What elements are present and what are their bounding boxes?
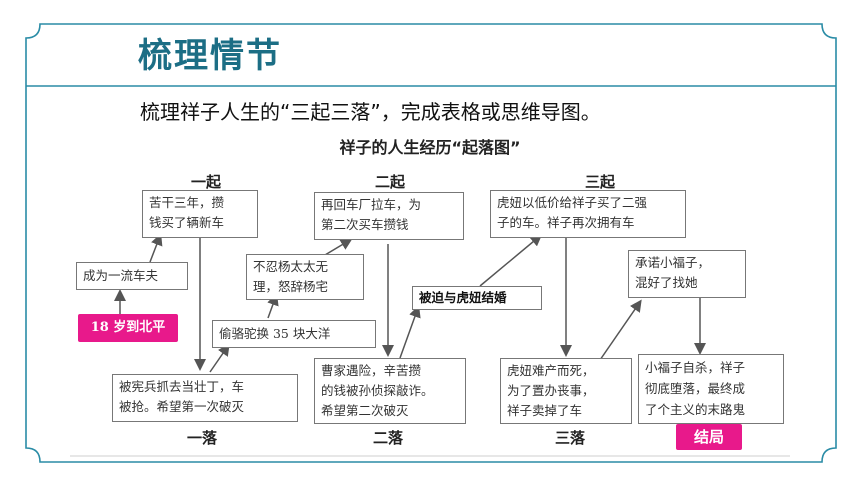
node-sympathy: 不忍杨太太无 理，怒辞杨宅 bbox=[246, 254, 364, 300]
node-rise2-line2: 第二次买车攒钱 bbox=[321, 217, 409, 232]
node-rise1: 苦干三年，攒 钱买了辆新车 bbox=[142, 190, 258, 238]
node-ending: 小福子自杀，祥子 彻底堕落，最终成 了个主义的末路鬼 bbox=[638, 354, 784, 424]
stage-fall1: 一落 bbox=[186, 429, 217, 447]
node-rise1-line1: 苦干三年，攒 bbox=[149, 195, 225, 210]
arrow-fall2-forced bbox=[399, 305, 421, 359]
node-fall3-line1: 虎妞难产而死， bbox=[507, 363, 595, 378]
node-camel: 偷骆驼换 35 块大洋 bbox=[212, 320, 376, 348]
stage-fall2: 二落 bbox=[372, 429, 403, 447]
node-ending-line2: 彻底堕落，最终成 bbox=[645, 381, 746, 396]
node-fall3-line2: 为了置办丧事， bbox=[507, 383, 595, 398]
node-fall1: 被宪兵抓去当壮丁，车 被抢。希望第一次破灭 bbox=[112, 374, 298, 422]
node-forced-text: 被迫与虎妞结婚 bbox=[419, 290, 507, 305]
node-fall2-line3: 希望第二次破灭 bbox=[321, 403, 409, 418]
stage-rise1: 一起 bbox=[190, 173, 221, 191]
stage-rise2: 二起 bbox=[374, 173, 405, 191]
node-ending-line1: 小福子自杀，祥子 bbox=[645, 360, 746, 375]
stage-ending: 结局 bbox=[676, 424, 742, 450]
node-fall3-line3: 祥子卖掉了车 bbox=[507, 403, 583, 418]
instruction-text: 梳理祥子人生的“三起三落”，完成表格或思维导图。 bbox=[140, 100, 601, 124]
diagram-title: 祥子的人生经历“起落图” bbox=[339, 138, 521, 157]
node-promise-line2: 混好了找她 bbox=[635, 275, 698, 290]
node-rise3-line2: 子的车。祥子再次拥有车 bbox=[497, 215, 635, 230]
node-fall1-line2: 被抢。希望第一次破灭 bbox=[119, 399, 245, 414]
node-promise-line1: 承诺小福子， bbox=[635, 255, 711, 270]
node-sympathy-line2: 理，怒辞杨宅 bbox=[253, 279, 329, 294]
node-fall1-line1: 被宪兵抓去当壮丁，车 bbox=[119, 379, 245, 394]
arrow-forced-rise3 bbox=[479, 234, 543, 287]
node-forced: 被迫与虎妞结婚 bbox=[412, 286, 542, 310]
node-fall3: 虎妞难产而死， 为了置办丧事， 祥子卖掉了车 bbox=[500, 358, 632, 424]
node-goal: 成为一流车夫 bbox=[76, 262, 188, 290]
stage-fall3: 三落 bbox=[554, 429, 585, 447]
node-ending-line3: 了个主义的末路鬼 bbox=[645, 402, 746, 417]
stage-rise3: 三起 bbox=[584, 173, 615, 191]
node-fall2: 曹家遇险，辛苦攒 的钱被孙侦探敲诈。 希望第二次破灭 bbox=[314, 358, 466, 424]
node-camel-text: 偷骆驼换 35 块大洋 bbox=[219, 326, 331, 341]
slide-title: 梳理情节 bbox=[138, 36, 282, 76]
node-rise2-line1: 再回车厂拉车，为 bbox=[321, 197, 422, 212]
node-fall2-line2: 的钱被孙侦探敲诈。 bbox=[321, 383, 434, 398]
arrow-fall1-camel bbox=[209, 343, 230, 373]
arrow-goal-rise1 bbox=[149, 233, 163, 263]
node-rise3-line1: 虎妞以低价给祥子买了二强 bbox=[497, 195, 648, 210]
arrow-fall3-promise bbox=[599, 299, 642, 361]
node-fall2-line1: 曹家遇险，辛苦攒 bbox=[321, 363, 422, 378]
node-goal-text: 成为一流车夫 bbox=[83, 268, 159, 283]
node-rise2: 再回车厂拉车，为 第二次买车攒钱 bbox=[314, 192, 464, 240]
node-start: 18 岁到北平 bbox=[78, 314, 178, 342]
node-sympathy-line1: 不忍杨太太无 bbox=[253, 259, 329, 274]
node-promise: 承诺小福子， 混好了找她 bbox=[628, 250, 746, 298]
node-rise1-line2: 钱买了辆新车 bbox=[149, 215, 225, 230]
node-rise3: 虎妞以低价给祥子买了二强 子的车。祥子再次拥有车 bbox=[490, 190, 686, 238]
